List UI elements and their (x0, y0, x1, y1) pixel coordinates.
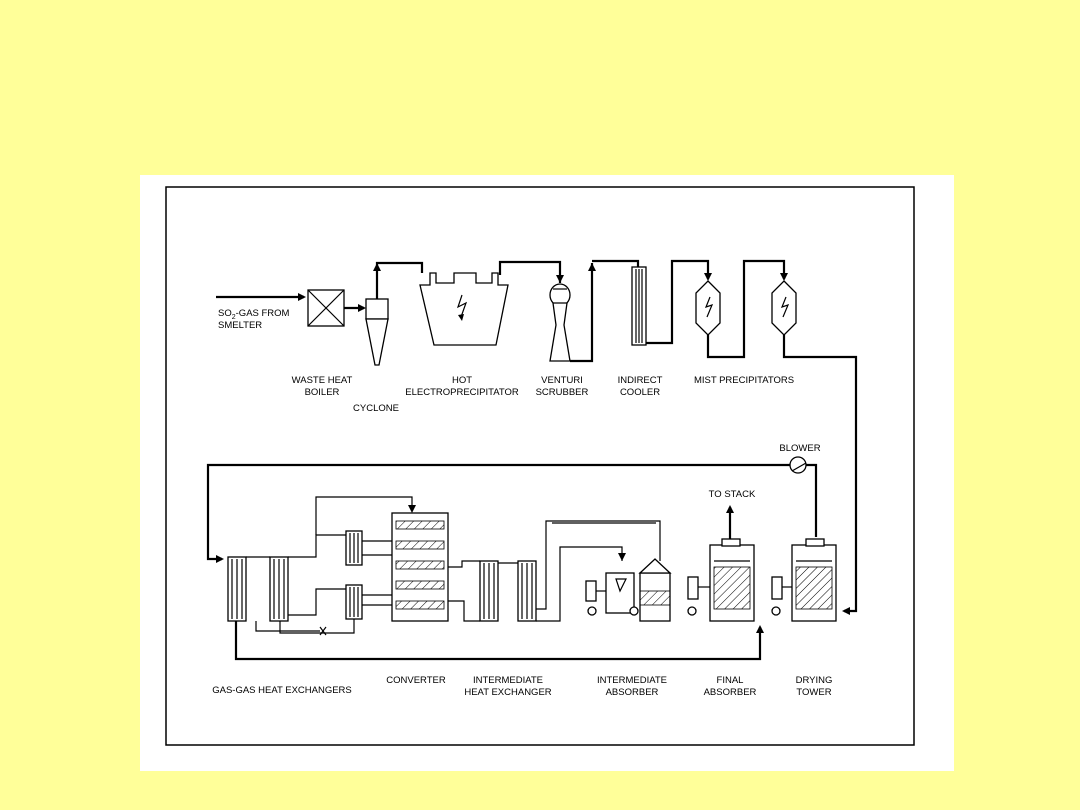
gas-gas-heat-exchanger-2 (269, 556, 289, 622)
label-final-absorber: FINAL (717, 675, 744, 686)
label-venturi-2: SCRUBBER (536, 387, 589, 398)
label-final-absorber-2: ABSORBER (704, 687, 757, 698)
mist-precipitator-1 (695, 280, 721, 336)
label-gas-gas-hx: GAS-GAS HEAT EXCHANGERS (212, 685, 352, 696)
label-hot-esp-2: ELECTROPRECIPITATOR (405, 387, 519, 398)
label-intermediate-hx: INTERMEDIATE (473, 675, 543, 686)
label-venturi: VENTURI (541, 375, 583, 386)
label-intermediate-absorber: INTERMEDIATE (597, 675, 667, 686)
intermediate-absorber (585, 558, 672, 622)
intermediate-heat-exchanger-1 (479, 560, 499, 622)
converter (391, 512, 449, 622)
intermediate-heat-exchanger-2 (517, 560, 537, 622)
label-converter: CONVERTER (386, 675, 446, 686)
hot-electroprecipitator (419, 272, 509, 346)
label-mist-precipitators: MIST PRECIPITATORS (694, 375, 794, 386)
label-hot-esp: HOT (452, 375, 472, 386)
gas-gas-heat-exchanger-3 (345, 530, 363, 566)
waste-heat-boiler (307, 289, 345, 327)
gas-gas-heat-exchanger-4 (345, 584, 363, 620)
mist-precipitator-2 (771, 280, 797, 336)
process-flow-diagram: SO2-GAS FROM SMELTER (140, 175, 954, 771)
label-waste-heat-boiler: WASTE HEAT (292, 375, 353, 386)
drying-tower (771, 538, 837, 622)
label-drying-tower-2: TOWER (796, 687, 831, 698)
indirect-cooler (631, 266, 647, 346)
label-blower: BLOWER (779, 443, 820, 454)
label-intermediate-absorber-2: ABSORBER (606, 687, 659, 698)
label-waste-heat-boiler-2: BOILER (305, 387, 340, 398)
cyclone (365, 298, 389, 366)
label-indirect-cooler-2: COOLER (620, 387, 660, 398)
feed-gas-label-2: SMELTER (218, 320, 262, 331)
final-absorber (687, 538, 755, 622)
feed-gas-label: SO2-GAS FROM (218, 308, 290, 321)
label-to-stack: TO STACK (709, 489, 756, 500)
label-indirect-cooler: INDIRECT (618, 375, 663, 386)
label-cyclone: CYCLONE (353, 403, 399, 414)
venturi-scrubber (549, 283, 571, 362)
label-intermediate-hx-2: HEAT EXCHANGER (464, 687, 551, 698)
label-drying-tower: DRYING (796, 675, 833, 686)
gas-gas-heat-exchanger-1 (227, 556, 247, 622)
